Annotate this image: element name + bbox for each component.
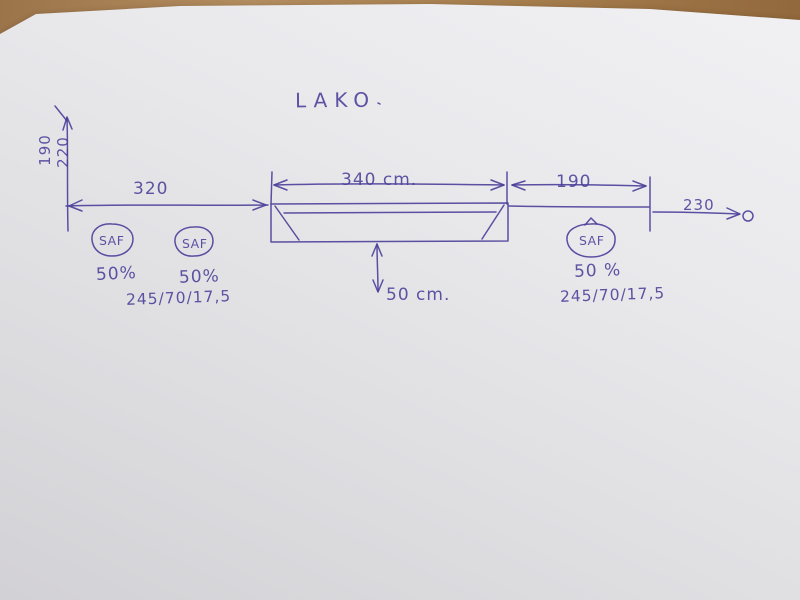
rear-overhang-dimension-lines — [652, 207, 754, 222]
left-height-dimension-lines — [54, 105, 73, 232]
dim-front-span: 320 — [133, 179, 169, 199]
baseline-right — [508, 205, 650, 208]
axle-front-1-circle — [91, 223, 134, 257]
axle-front-2-load: 50% — [178, 266, 221, 288]
dim-rear-overhang: 230 — [683, 196, 715, 214]
axle-rear-circle — [566, 217, 616, 258]
front-tire-spec: 245/70/17,5 — [125, 287, 232, 309]
rear-span-dimension-lines — [511, 176, 651, 232]
axle-front-2-circle — [174, 226, 214, 257]
sketch-title: LAKO — [294, 87, 377, 113]
axle-rear-load: 50 % — [573, 260, 622, 282]
title-period — [377, 102, 381, 105]
axle-front-2-label: SAF — [182, 236, 208, 251]
front-span-dimension-lines — [65, 199, 269, 212]
bed-drop-arrow — [371, 243, 384, 293]
bed-outline — [270, 202, 509, 243]
rear-tire-spec: 245/70/17,5 — [559, 284, 666, 306]
axle-front-1-load: 50% — [95, 262, 138, 286]
dim-left-inner: 220 — [53, 136, 72, 168]
dim-rear-span: 190 — [556, 172, 592, 192]
axle-front-1-label: SAF — [99, 233, 125, 248]
axle-rear-label: SAF — [579, 233, 605, 248]
dim-bed-span: 340 cm. — [341, 170, 418, 190]
dim-left-outer: 190 — [35, 134, 54, 166]
dim-bed-drop: 50 cm. — [386, 285, 451, 305]
bed-span-dimension-lines — [270, 171, 508, 205]
